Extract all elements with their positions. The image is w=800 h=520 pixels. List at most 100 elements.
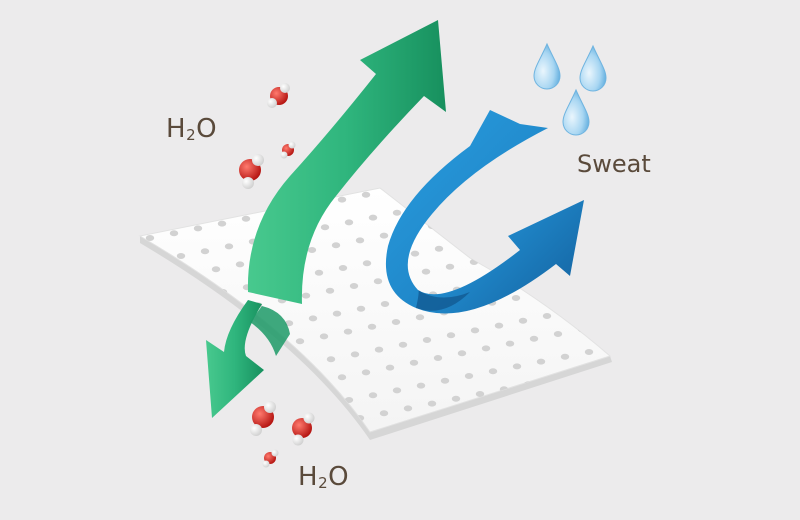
fabric-pore [241, 215, 251, 222]
fabric-pore [193, 225, 203, 232]
fabric-pore [331, 419, 341, 426]
fabric-pore [608, 344, 610, 351]
fabric-pore [326, 356, 336, 363]
sweat-arrow [385, 110, 584, 314]
fabric-pore [374, 346, 384, 353]
fabric-pore [542, 313, 552, 319]
fabric-pore [410, 250, 420, 257]
fabric-pore [176, 253, 186, 259]
fabric-pore [494, 322, 504, 329]
fabric-pore [320, 401, 330, 408]
fabric-pore [416, 382, 426, 389]
water-molecule-icon [292, 412, 315, 446]
fabric-pore [122, 240, 130, 246]
fabric-pore [217, 220, 227, 227]
h2o-top-sub: 2 [186, 126, 197, 144]
fabric-pore [530, 404, 540, 411]
fabric-pore [577, 326, 587, 333]
fabric-pore [356, 305, 366, 312]
fabric-pore [361, 191, 371, 198]
water-molecule-icon [262, 449, 279, 468]
fabric-pore [409, 188, 419, 189]
fabric-pore [482, 413, 492, 420]
fabric-pore [458, 418, 468, 425]
fabric-pore [403, 405, 413, 412]
fabric-pore [392, 209, 402, 216]
fabric-pore [440, 377, 450, 384]
water-molecule-icon [239, 154, 264, 189]
water-drop-icon [562, 88, 590, 136]
fabric-pore [451, 395, 461, 402]
h2o-bottom-sub: 2 [318, 474, 329, 492]
vapor-arrow [206, 20, 446, 418]
fabric-pore [434, 423, 444, 430]
fabric-pore [331, 242, 341, 249]
water-molecule-icon [280, 141, 296, 159]
fabric-pore [410, 428, 420, 432]
fabric-pore [319, 333, 329, 340]
fabric-pore [392, 387, 402, 394]
fabric-pore [422, 337, 432, 343]
fabric-pore [488, 368, 498, 375]
fabric-pore [385, 188, 395, 193]
fabric-pore [578, 394, 588, 401]
fabric-pore [380, 301, 390, 307]
fabric-pore [152, 257, 162, 264]
water-molecule-icon [250, 401, 276, 436]
fabric-pore [169, 230, 179, 237]
fabric-pore [529, 335, 539, 342]
fabric-pore [595, 367, 605, 373]
fabric-pore [332, 310, 342, 317]
fabric-pore [362, 260, 372, 267]
fabric-pore [163, 275, 173, 282]
fabric-pore [584, 349, 594, 355]
fabric-pore [409, 359, 419, 366]
fabric-pore [224, 243, 234, 250]
fabric-pore [368, 214, 378, 221]
fabric-pore [379, 410, 389, 417]
fabric-pore [379, 232, 389, 239]
h2o-top-main: H [166, 114, 187, 144]
fabric-pore [355, 237, 365, 244]
fabric-pore [566, 308, 576, 315]
fabric-pore [536, 358, 546, 365]
fabric-pore [343, 328, 353, 335]
fabric-pore [344, 219, 354, 226]
vapor-arrow-up [247, 20, 446, 304]
fabric-pore [627, 385, 635, 391]
water-drop-icon [579, 44, 607, 92]
fabric-pore [651, 380, 659, 386]
fabric-pore [337, 196, 347, 203]
fabric-pore [457, 350, 467, 357]
fabric-pore [308, 315, 318, 322]
fabric-pore [325, 287, 335, 294]
fabric-pore [553, 331, 563, 337]
fabric-pore [247, 347, 257, 354]
h2o-bottom-main: H [298, 462, 319, 492]
fabric-pore [506, 409, 516, 415]
fabric-pore [229, 307, 239, 313]
fabric-pore [427, 400, 437, 407]
fabric-pore [446, 332, 456, 339]
fabric-pore [421, 268, 431, 275]
fabric-pore [338, 265, 348, 271]
water-molecules [239, 83, 315, 468]
fabric-pore [518, 317, 528, 324]
fabric-pore [373, 278, 383, 285]
fabric-pore [470, 327, 480, 334]
fabric-pore [445, 263, 455, 270]
fabric-pore [415, 314, 425, 321]
fabric-pore [289, 383, 299, 390]
vapor-arrow-down [206, 300, 264, 418]
h2o-label-top: H2O [166, 114, 217, 144]
fabric-pore [481, 345, 491, 352]
h2o-bottom-tail: O [328, 462, 350, 492]
water-molecule-icon [267, 83, 290, 108]
fabric-pore [361, 369, 371, 376]
fabric-pore [433, 355, 443, 361]
fabric-pore [511, 295, 521, 301]
fabric-pore [368, 392, 378, 399]
fabric-pore [320, 224, 330, 231]
